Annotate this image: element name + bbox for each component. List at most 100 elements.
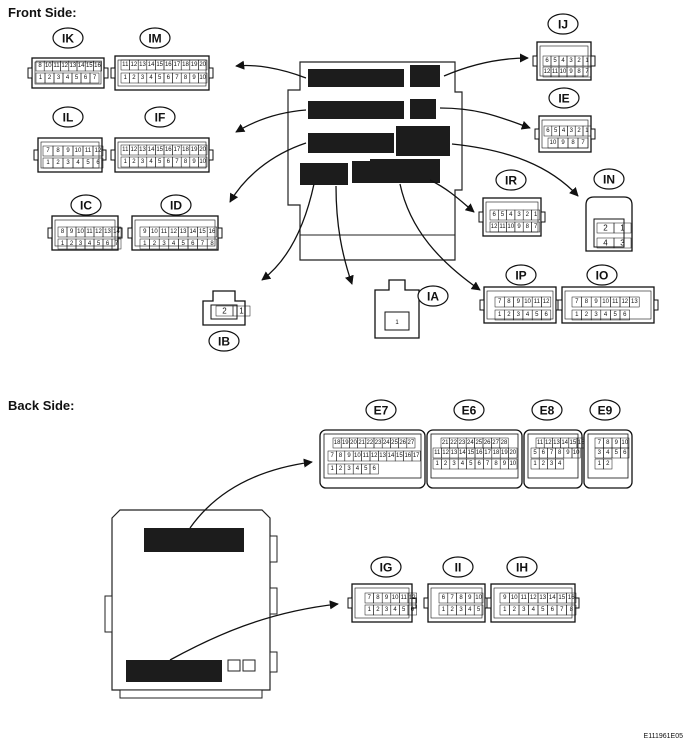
- connector-label-ip: IP: [515, 269, 526, 283]
- cavity-e7-18: 18: [334, 440, 341, 446]
- connector-label-bubble: [495, 169, 527, 191]
- arrow-to-e-connectors: [189, 458, 313, 529]
- cavity-ip-5: 5: [535, 312, 539, 318]
- cavity-ii-5: 5: [477, 607, 481, 613]
- cavity-if-16: 16: [165, 147, 172, 153]
- connector-label-bubble: [531, 399, 563, 421]
- cavity-im-11: 11: [122, 62, 129, 68]
- cavity-ih-3: 3: [522, 607, 526, 613]
- cavity-ie-7: 7: [581, 140, 585, 146]
- cavity-ir-4: 4: [509, 212, 513, 218]
- cavity-im-20: 20: [199, 62, 206, 68]
- cavity-id-1: 1: [143, 241, 147, 247]
- cavity-if-8: 8: [184, 159, 188, 165]
- cavity-ij-12: 12: [544, 69, 551, 75]
- cavity-if-19: 19: [191, 147, 198, 153]
- cavity-e9-7: 7: [598, 440, 602, 446]
- cavity-ij-10: 10: [560, 69, 567, 75]
- cavity-ir-10: 10: [507, 224, 514, 230]
- cavity-ih-8: 8: [570, 607, 574, 613]
- cavity-if-6: 6: [167, 159, 171, 165]
- cavity-im-8: 8: [184, 75, 188, 81]
- cavity-if-4: 4: [149, 159, 153, 165]
- cavity-e8-12: 12: [545, 440, 552, 446]
- connector-label-bubble: [505, 264, 537, 286]
- ic-id-socket: [308, 133, 394, 153]
- cavity-in-2: 2: [603, 224, 608, 233]
- cavity-id-8: 8: [210, 241, 214, 247]
- cavity-id-10: 10: [151, 229, 158, 235]
- ik-im-socket: [308, 69, 404, 87]
- ia-socket: [352, 161, 372, 183]
- cavity-ih-11: 11: [521, 595, 528, 601]
- cavity-ic-13: 13: [104, 229, 111, 235]
- connector-label-bubble: [589, 399, 621, 421]
- arrow-to-ig-ii-ih: [169, 600, 339, 661]
- cavity-ik-4: 4: [66, 75, 70, 81]
- cavity-e8-15: 15: [570, 440, 577, 446]
- cavity-e6-1: 1: [436, 461, 440, 467]
- cavity-ij-9: 9: [569, 69, 573, 75]
- cavity-ih-12: 12: [530, 595, 537, 601]
- cavity-ih-6: 6: [551, 607, 555, 613]
- cavity-im-14: 14: [148, 62, 155, 68]
- connector-label-bubble: [160, 194, 192, 216]
- cavity-e8-6: 6: [542, 450, 546, 456]
- cavity-e6-10: 10: [509, 461, 516, 467]
- cavity-io-12: 12: [621, 299, 628, 305]
- cavity-e7-26: 26: [399, 440, 406, 446]
- cavity-ij-4: 4: [561, 58, 565, 64]
- back-junction-block: [104, 509, 278, 699]
- cavity-if-13: 13: [139, 147, 146, 153]
- cavity-ir-6: 6: [492, 212, 496, 218]
- connector-label-e7: E7: [374, 404, 389, 418]
- cavity-if-10: 10: [199, 159, 206, 165]
- cavity-io-9: 9: [594, 299, 598, 305]
- cavity-ij-2: 2: [577, 58, 581, 64]
- cavity-e7-7: 7: [331, 453, 335, 459]
- ir-ip-io-socket: [370, 159, 440, 183]
- cavity-ih-15: 15: [558, 595, 565, 601]
- cavity-e7-14: 14: [388, 453, 395, 459]
- cavity-ij-6: 6: [545, 58, 549, 64]
- connector-label-il: IL: [63, 111, 74, 125]
- cavity-im-12: 12: [131, 62, 138, 68]
- cavity-im-15: 15: [156, 62, 163, 68]
- cavity-ir-8: 8: [526, 224, 530, 230]
- cavity-ig-12: 12: [409, 595, 416, 601]
- cavity-e7-16: 16: [404, 453, 411, 459]
- cavity-e9-4: 4: [606, 450, 610, 456]
- cavity-e6-9: 9: [503, 461, 507, 467]
- cavity-io-8: 8: [585, 299, 589, 305]
- connector-label-e9: E9: [598, 404, 613, 418]
- cavity-ip-10: 10: [524, 299, 531, 305]
- connector-label-bubble: [417, 285, 449, 307]
- cavity-ik-10: 10: [45, 63, 52, 69]
- connector-label-bubble: [139, 27, 171, 49]
- cavity-ic-9: 9: [70, 229, 74, 235]
- cavity-im-5: 5: [158, 75, 162, 81]
- cavity-e6-28: 28: [501, 440, 508, 446]
- cavity-io-13: 13: [631, 299, 638, 305]
- cavity-e8-1: 1: [533, 461, 537, 467]
- cavity-e6-18: 18: [493, 450, 500, 456]
- cavity-im-4: 4: [149, 75, 153, 81]
- cavity-e6-19: 19: [501, 450, 508, 456]
- connector-label-ie: IE: [558, 92, 569, 106]
- cavity-e8-8: 8: [558, 450, 562, 456]
- cavity-ir-11: 11: [499, 224, 506, 230]
- cavity-ic-11: 11: [86, 229, 93, 235]
- cavity-ic-3: 3: [79, 241, 83, 247]
- connector-label-bubble: [586, 264, 618, 286]
- cavity-ia-1: 1: [395, 320, 399, 326]
- cavity-il-5: 5: [86, 160, 90, 166]
- cavity-e6-7: 7: [486, 461, 490, 467]
- cavity-il-10: 10: [75, 148, 82, 154]
- cavity-im-1: 1: [124, 75, 128, 81]
- cavity-ir-12: 12: [491, 224, 498, 230]
